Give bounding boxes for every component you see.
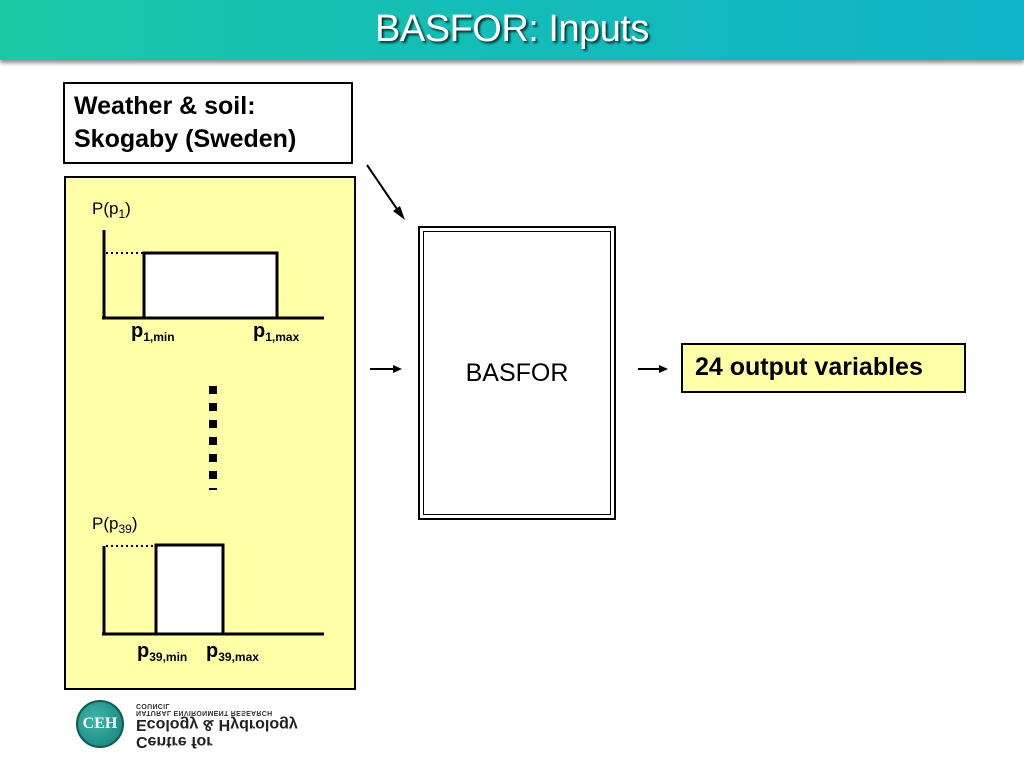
weather-line-1: Weather & soil: — [74, 92, 256, 120]
output-label: 24 output variables — [695, 353, 923, 381]
ceh-logo-text: Centre for Ecology & Hydrology NATURAL E… — [136, 702, 298, 750]
ceh-logo: CEH Centre for Ecology & Hydrology NATUR… — [76, 700, 306, 750]
ceh-badge-icon: CEH — [76, 700, 124, 748]
arrow-params-to-basfor — [370, 365, 402, 373]
weather-line-2: Skogaby (Sweden) — [74, 125, 297, 153]
basfor-model-box: BASFOR — [418, 226, 616, 520]
slide-title: BASFOR: Inputs — [375, 8, 649, 50]
density-label-p39: P(p39) — [92, 514, 138, 536]
min-label-p1: p1,min — [131, 320, 175, 344]
weather-soil-box: Weather & soil: Skogaby (Sweden) — [63, 82, 353, 164]
uniform-prior-p39 — [154, 543, 225, 636]
distribution-p39 — [102, 543, 324, 636]
arrow-weather-to-basfor — [366, 164, 405, 220]
distribution-p1 — [102, 230, 324, 320]
title-bar: BASFOR: Inputs — [0, 0, 1024, 60]
min-label-p39: p39,min — [137, 640, 188, 664]
output-variables-box: 24 output variables — [681, 343, 966, 393]
arrow-basfor-to-outputs — [638, 365, 668, 373]
uniform-prior-p1 — [142, 251, 279, 320]
basfor-label: BASFOR — [465, 358, 569, 387]
ellipsis-dots — [209, 386, 217, 490]
density-label-p1: P(p1) — [92, 199, 131, 221]
max-label-p39: p39,max — [206, 640, 259, 664]
max-label-p1: p1,max — [253, 320, 300, 344]
